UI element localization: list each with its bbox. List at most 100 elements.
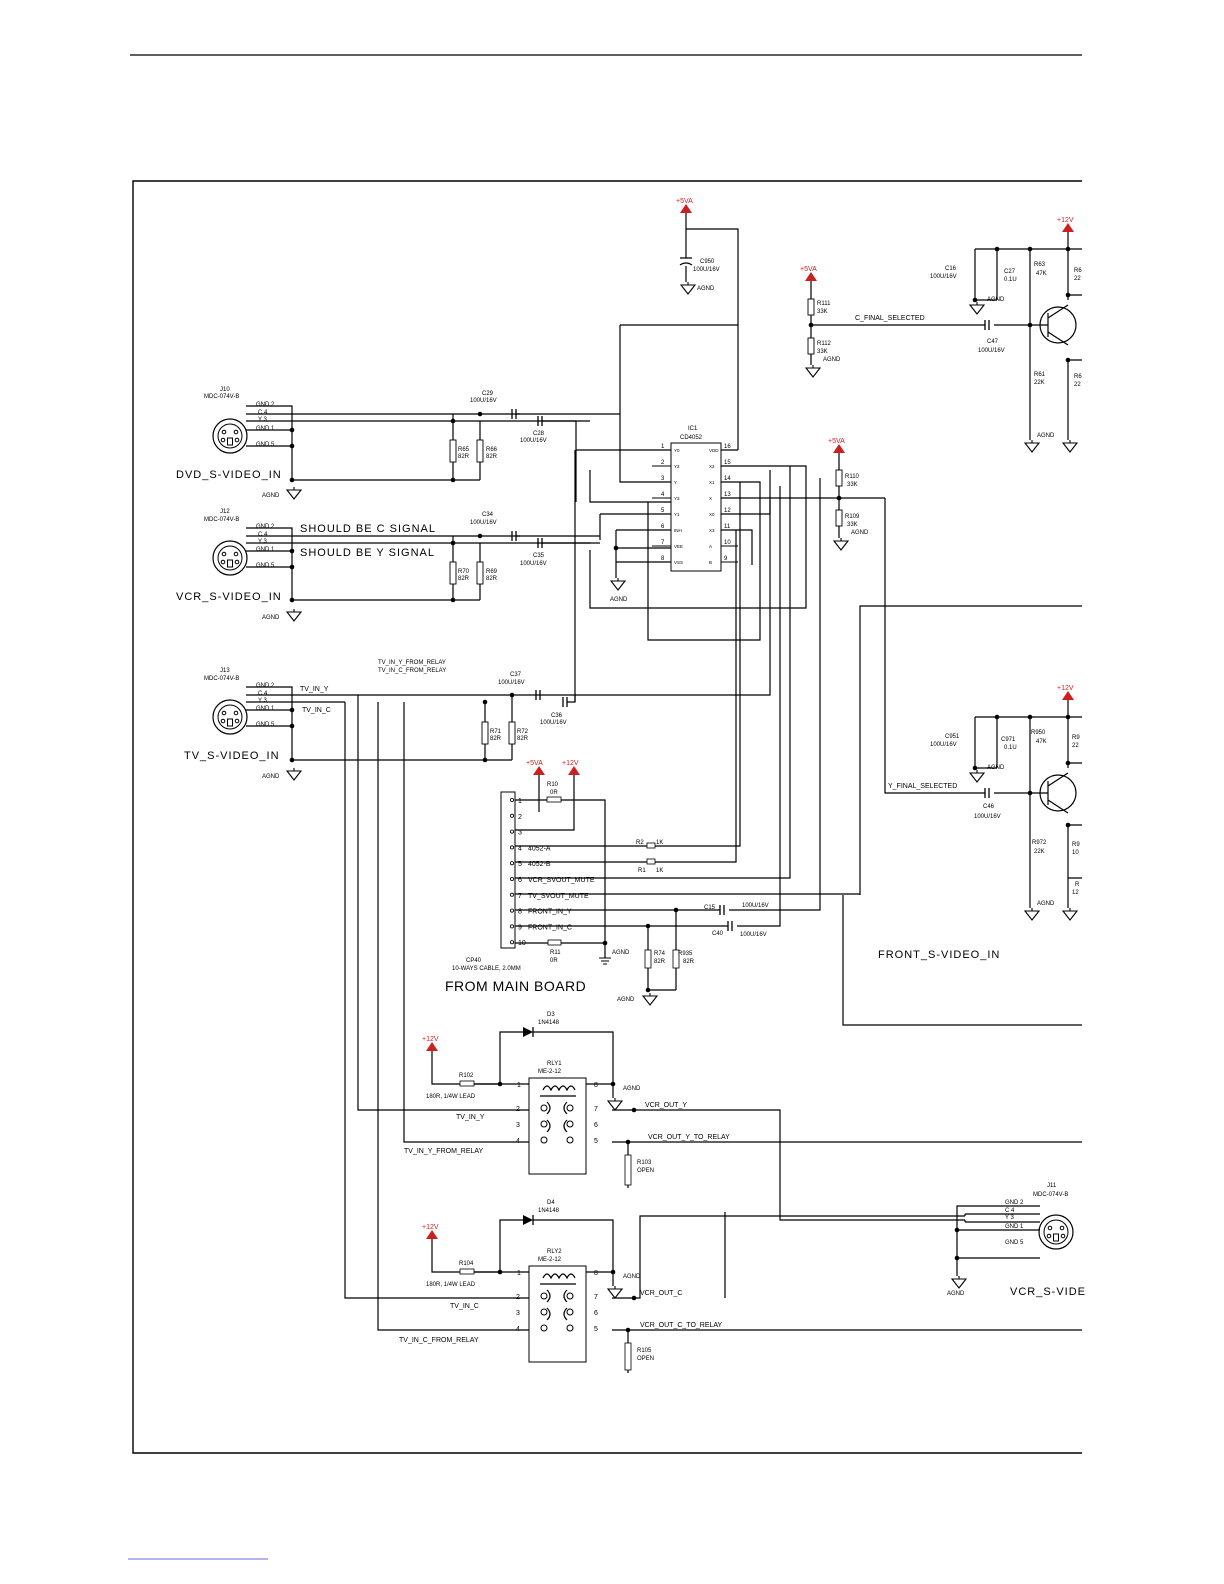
ic1-pin-number: 14 xyxy=(724,476,731,482)
relay-label: D4 xyxy=(547,1200,555,1206)
ic1-pin-number: 10 xyxy=(724,540,731,546)
resistor-value: 180R, 1/4W LEAD xyxy=(426,1282,476,1288)
svg-text:22: 22 xyxy=(1072,743,1079,749)
ic1-pin-function: VDD xyxy=(709,448,719,453)
cp40-pin-contact xyxy=(509,845,514,850)
svg-text:100U/16V: 100U/16V xyxy=(978,348,1005,354)
cp40-pin-signal: 4052-B xyxy=(528,861,551,868)
ic1-pin-number: 2 xyxy=(661,460,665,466)
connector-j13: J13 MDC-074V-B TV_S-VIDEO_IN GND 2 C 4 Y… xyxy=(184,668,540,781)
svg-text:R109: R109 xyxy=(845,514,860,520)
relay-label: RLY2 xyxy=(547,1249,562,1255)
relay-label: 1 xyxy=(517,1270,521,1277)
svg-text:100U/16V: 100U/16V xyxy=(742,903,769,909)
svg-text:TV_IN_C: TV_IN_C xyxy=(450,1303,479,1310)
cp40-pin-number: 5 xyxy=(518,861,522,868)
svg-text:GND 2: GND 2 xyxy=(1005,1200,1024,1206)
svg-text:22K: 22K xyxy=(1034,849,1045,855)
ic1-pin-function: Y2 xyxy=(674,464,680,469)
svg-text:100U/16V: 100U/16V xyxy=(930,274,957,280)
svg-text:10-WAYS CABLE, 2.0MM: 10-WAYS CABLE, 2.0MM xyxy=(452,966,521,972)
cp40-pin-contact xyxy=(509,798,514,803)
ic1-pin-function: X0 xyxy=(709,512,715,517)
svg-text:C 4: C 4 xyxy=(258,691,268,697)
svg-text:82R: 82R xyxy=(683,959,695,965)
ic1-pin-number: 9 xyxy=(724,556,728,562)
svg-text:AGND: AGND xyxy=(262,615,280,621)
svg-text:R950: R950 xyxy=(1031,730,1046,736)
svg-text:R1: R1 xyxy=(638,868,646,874)
resistor-ref: R102 xyxy=(459,1073,474,1079)
svg-text:GND 5: GND 5 xyxy=(256,563,275,569)
svg-text:33K: 33K xyxy=(817,349,828,355)
svg-text:AGND: AGND xyxy=(987,297,1005,303)
svg-text:1K: 1K xyxy=(656,840,663,846)
svg-text:AGND: AGND xyxy=(697,286,715,292)
svg-text:AGND: AGND xyxy=(610,597,628,603)
ic1-pin-function: X2 xyxy=(709,464,715,469)
relay-label: 3 xyxy=(516,1310,520,1317)
relay-label: 7 xyxy=(594,1294,598,1301)
ic1-pin-number: 12 xyxy=(724,508,731,514)
cp40-pin-signal: FRONT_IN_Y xyxy=(528,909,572,916)
svg-text:82R: 82R xyxy=(517,736,529,742)
svg-text:GND 2: GND 2 xyxy=(256,524,275,530)
svg-text:R972: R972 xyxy=(1032,840,1047,846)
svg-text:GND 1: GND 1 xyxy=(256,547,275,553)
svg-text:GND 5: GND 5 xyxy=(1005,1240,1024,1246)
pin-label: GND 1 xyxy=(256,426,275,432)
svg-text:TV_IN_C_FROM_RELAY: TV_IN_C_FROM_RELAY xyxy=(399,1337,479,1344)
connector-j11: J11 MDC-074V-B VCR_S-VIDE GND 2 C 4 Y 3 … xyxy=(947,1183,1085,1298)
svg-text:R103: R103 xyxy=(637,1160,652,1166)
ic1-pin-number: 11 xyxy=(724,524,731,530)
svg-text:C971: C971 xyxy=(1001,737,1016,743)
relay-label: 8 xyxy=(594,1082,598,1089)
svg-text:FRONT_S-VIDEO_IN: FRONT_S-VIDEO_IN xyxy=(878,949,1000,961)
resistor-value: 180R, 1/4W LEAD xyxy=(426,1094,476,1100)
svg-text:+5VA: +5VA xyxy=(800,266,817,273)
title-from-main-board: FROM MAIN BOARD xyxy=(445,978,586,994)
svg-text:+5VA: +5VA xyxy=(526,760,543,767)
cp40-pin-signal: 4052-A xyxy=(528,845,551,852)
input-cap-symbols xyxy=(289,409,771,763)
cp40-pin-contact xyxy=(509,908,514,913)
svg-text:C47: C47 xyxy=(987,339,999,345)
svg-text:OPEN: OPEN xyxy=(637,1356,654,1362)
svg-text:MDC-074V-B: MDC-074V-B xyxy=(204,394,239,400)
ic1-pin-number: 8 xyxy=(661,556,665,562)
ic1-pin-function: Y3 xyxy=(674,496,680,501)
svg-text:R112: R112 xyxy=(817,341,832,347)
svg-text:C36: C36 xyxy=(551,713,563,719)
relay-label: 1 xyxy=(517,1082,521,1089)
ic1-pin-number: 15 xyxy=(724,460,731,466)
svg-text:R2: R2 xyxy=(636,840,644,846)
svg-text:82R: 82R xyxy=(458,576,470,582)
svg-text:CD4052: CD4052 xyxy=(680,435,703,441)
svg-text:47K: 47K xyxy=(1036,739,1047,745)
svg-text:R74: R74 xyxy=(654,951,666,957)
cp40-pin-number: 7 xyxy=(518,893,522,900)
svg-text:VCR_S-VIDEO_IN: VCR_S-VIDEO_IN xyxy=(176,591,282,603)
relay-label: 6 xyxy=(594,1310,598,1317)
relay-label: RLY1 xyxy=(547,1061,562,1067)
svg-text:MDC-074V-B: MDC-074V-B xyxy=(204,517,239,523)
pin-label: GND 5 xyxy=(256,442,275,448)
svg-text:Y 3: Y 3 xyxy=(258,539,268,545)
svg-text:1K: 1K xyxy=(656,868,663,874)
svg-text:AGND: AGND xyxy=(823,357,841,363)
svg-text:R65: R65 xyxy=(458,447,470,453)
svg-text:R9: R9 xyxy=(1072,735,1080,741)
svg-text:C_FINAL_SELECTED: C_FINAL_SELECTED xyxy=(855,315,925,322)
svg-text:33K: 33K xyxy=(847,522,858,528)
svg-text:AGND: AGND xyxy=(947,1291,965,1297)
svg-text:33K: 33K xyxy=(817,309,828,315)
ic1-pin-function: X xyxy=(709,496,712,501)
resistor-ref: R104 xyxy=(459,1261,474,1267)
svg-text:AGND: AGND xyxy=(1037,433,1055,439)
svg-text:82R: 82R xyxy=(486,576,498,582)
